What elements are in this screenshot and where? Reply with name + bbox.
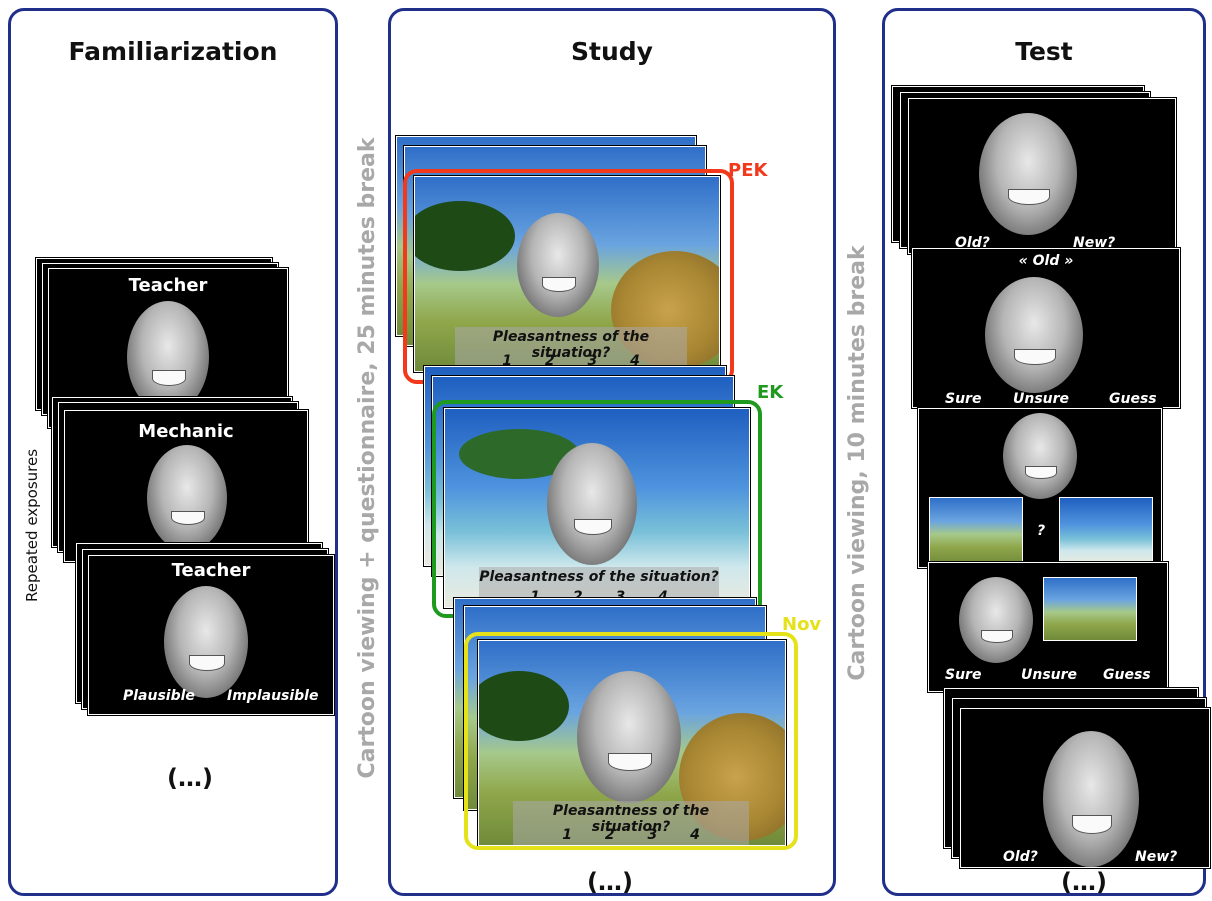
rating-2: 2 bbox=[572, 589, 583, 605]
face-image bbox=[959, 577, 1033, 663]
rating-scale: 1 2 3 4 bbox=[479, 589, 719, 605]
repeated-exposures-label: Repeated exposures bbox=[23, 448, 41, 602]
rating-1: 1 bbox=[530, 589, 540, 605]
familiarization-title: Familiarization bbox=[68, 37, 278, 66]
face-image bbox=[985, 277, 1083, 393]
ek-condition-label: EK bbox=[757, 382, 784, 403]
fam-card-teacher-2: Teacher Plausible Implausible bbox=[88, 555, 334, 715]
rating-4: 4 bbox=[690, 827, 700, 843]
guess-option: Guess bbox=[1109, 391, 1157, 407]
face-image bbox=[547, 443, 637, 565]
new-option: New? bbox=[1135, 849, 1178, 865]
face-image bbox=[164, 586, 248, 698]
occupation-label: Teacher bbox=[128, 275, 208, 296]
old-option: Old? bbox=[1003, 849, 1038, 865]
guess-option: Guess bbox=[1103, 667, 1151, 683]
familiarization-ellipsis: (…) bbox=[167, 764, 213, 792]
pleasantness-question: Pleasantness of the situation? bbox=[492, 329, 650, 361]
pleasantness-question: Pleasantness of the situation? bbox=[479, 569, 719, 585]
rating-1: 1 bbox=[502, 353, 512, 369]
face-image bbox=[517, 213, 599, 317]
question-box: Pleasantness of the situation? 1 2 3 4 bbox=[513, 801, 749, 845]
sure-option: Sure bbox=[945, 667, 982, 683]
context-beach bbox=[1059, 497, 1153, 565]
study-trial-nov: Pleasantness of the situation? 1 2 3 4 bbox=[478, 640, 786, 846]
test-ellipsis: (…) bbox=[1061, 868, 1107, 896]
rating-4: 4 bbox=[658, 589, 668, 605]
choice-question-mark: ? bbox=[1037, 523, 1046, 539]
test-screen-context-confidence: Sure Unsure Guess bbox=[928, 562, 1168, 692]
face-image bbox=[147, 445, 227, 551]
rating-1: 1 bbox=[562, 827, 572, 843]
context-hay-field bbox=[1043, 577, 1137, 641]
face-image bbox=[1003, 413, 1077, 499]
study-trial-ek: Pleasantness of the situation? 1 2 3 4 bbox=[444, 408, 750, 608]
fam-card-mechanic: Mechanic bbox=[64, 410, 308, 562]
test-screen-old-new: Old? New? bbox=[960, 708, 1210, 868]
rating-3: 3 bbox=[615, 589, 626, 605]
occupation-label: Mechanic bbox=[138, 421, 234, 442]
pek-condition-frame bbox=[403, 169, 734, 384]
new-option: New? bbox=[1073, 235, 1116, 251]
trees bbox=[415, 201, 515, 271]
break-25-min-label: Cartoon viewing + questionnaire, 25 minu… bbox=[355, 137, 380, 779]
rating-3: 3 bbox=[647, 827, 658, 843]
trees bbox=[479, 671, 569, 741]
face-image bbox=[979, 113, 1077, 235]
nov-condition-frame bbox=[464, 632, 798, 850]
implausible-option: Implausible bbox=[227, 688, 319, 704]
face-image bbox=[577, 671, 681, 803]
test-screen-old-new: Old? New? bbox=[908, 98, 1176, 254]
test-screen-context-choice: ? bbox=[918, 408, 1162, 568]
pek-condition-label: PEK bbox=[728, 160, 768, 181]
rating-3: 3 bbox=[587, 353, 598, 369]
plausible-option: Plausible bbox=[123, 688, 195, 704]
ek-condition-frame bbox=[432, 400, 762, 618]
test-title: Test bbox=[1015, 37, 1073, 66]
break-10-min-label: Cartoon viewing, 10 minutes break bbox=[845, 245, 870, 681]
test-screen-confidence: « Old » Sure Unsure Guess bbox=[912, 248, 1180, 408]
rating-2: 2 bbox=[604, 827, 615, 843]
study-title: Study bbox=[571, 37, 653, 66]
rating-2: 2 bbox=[544, 353, 555, 369]
pleasantness-question: Pleasantness of the situation? bbox=[552, 803, 710, 835]
old-response-header: « Old » bbox=[1018, 253, 1074, 269]
rating-4: 4 bbox=[630, 353, 640, 369]
rating-scale: 1 2 3 4 bbox=[513, 827, 749, 843]
context-hay-field bbox=[929, 497, 1023, 565]
old-option: Old? bbox=[955, 235, 990, 251]
nov-condition-label: Nov bbox=[782, 614, 822, 635]
occupation-label: Teacher bbox=[171, 560, 251, 581]
study-ellipsis: (…) bbox=[587, 868, 633, 896]
face-image bbox=[127, 301, 209, 413]
unsure-option: Unsure bbox=[1021, 667, 1078, 683]
unsure-option: Unsure bbox=[1013, 391, 1070, 407]
study-trial-pek: Pleasantness of the situation? 1 2 3 4 bbox=[414, 176, 720, 372]
rating-scale: 1 2 3 4 bbox=[455, 353, 687, 369]
face-image bbox=[1043, 731, 1139, 867]
sure-option: Sure bbox=[945, 391, 982, 407]
question-box: Pleasantness of the situation? 1 2 3 4 bbox=[455, 327, 687, 371]
